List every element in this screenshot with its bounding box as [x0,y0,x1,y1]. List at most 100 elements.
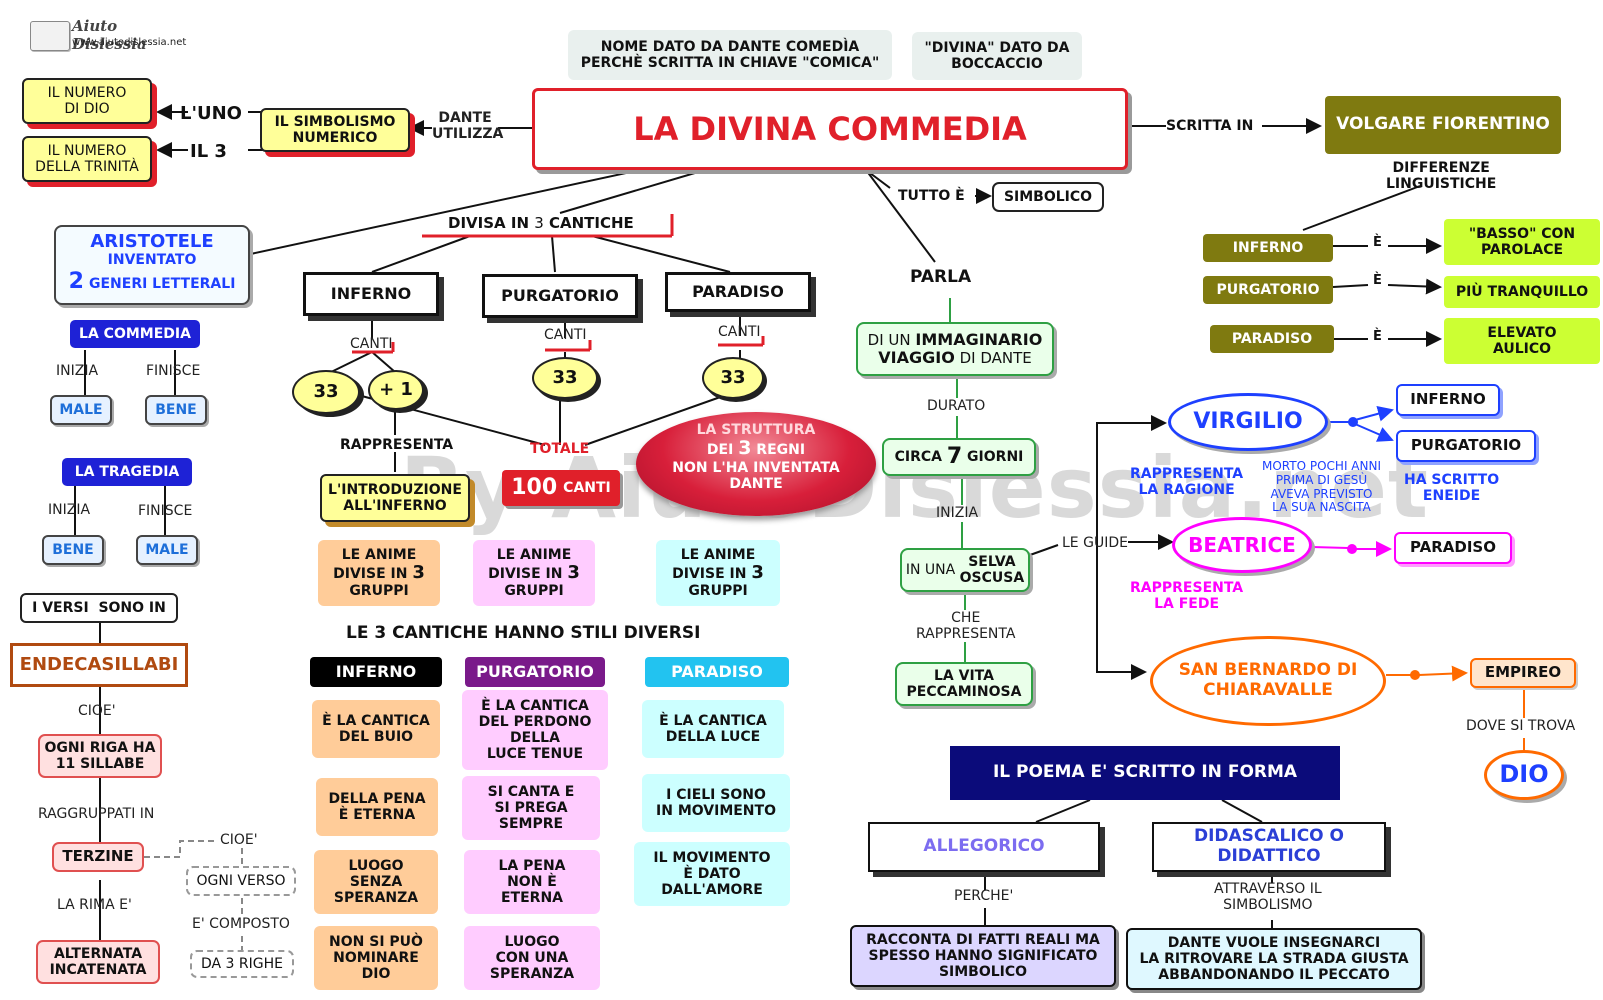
divisa-suffix: CANTICHE [543,214,634,232]
stili-inferno-head: INFERNO [310,657,442,687]
tragedia-start: BENE [42,535,104,565]
cento-unit: CANTI [563,479,611,496]
tragedia-end: MALE [136,535,198,565]
allegorico-node: ALLEGORICO [868,822,1100,872]
stili-title: LE 3 CANTICHE HANNO STILI DIVERSI [346,623,701,643]
stili-purgatorio-2: SI CANTA E SI PREGA SEMPRE [462,776,600,840]
simbolico-node: SIMBOLICO [992,182,1104,212]
canti-label-2: CANTI [544,327,587,343]
attraverso-label: ATTRAVERSO IL SIMBOLISMO [1214,881,1322,914]
rima-label: LA RIMA E' [57,897,132,913]
viaggio-pre: DI UN [867,330,916,349]
anime-n: 3 [751,561,764,583]
perche-label: PERCHE' [954,888,1014,904]
note-divina: "DIVINA" DATO DA BOCCACCIO [912,32,1082,80]
cantica-inferno: INFERNO [303,272,439,316]
volgare-basso: "BASSO" CON PAROLACE [1444,219,1600,265]
viaggio-b2: VIAGGIO [878,348,955,367]
canti-label-1: CANTI [350,336,393,352]
cento-num: 100 [511,475,558,501]
selva-b: SELVA OSCUSA [959,553,1025,586]
composto-label: E' COMPOSTO [192,916,290,932]
racconta-node: RACCONTA DI FATTI REALI MA SPESSO HANNO … [850,925,1116,987]
divisa-num: 3 [534,214,544,232]
che-rappresenta-label: CHE RAPPRESENTA [916,610,1016,643]
raggruppati-label: RAGGRUPPATI IN [38,806,155,822]
versi-title: I VERSI SONO IN [20,593,178,623]
site-logo[interactable]: Aiuto Dislessia www.aiutodislessia.net [28,17,188,53]
didascalico-node: DIDASCALICO O DIDATTICO [1152,822,1386,872]
anime-l2: DIVISE IN [672,565,752,582]
riga-node: OGNI RIGA HA 11 SILLABE [38,734,162,778]
struttura-l4: DANTE [729,476,783,493]
dante-utilizza-label: DANTE UTILIZZA [432,110,504,143]
anime-l1: LE ANIME [496,546,572,563]
dove-label: DOVE SI TROVA [1466,718,1576,734]
stili-paradiso-3: IL MOVIMENTO È DATO DALL'AMORE [634,842,790,906]
luno-label: L'UNO [180,103,242,124]
divisa-prefix: DIVISA IN [448,214,535,232]
numero-dio-node: IL NUMERO DI DIO [22,78,152,124]
tragedia-title: LA TRAGEDIA [62,458,192,486]
commedia-title: LA COMMEDIA [70,320,200,348]
inferno-33: 33 [292,370,360,414]
struttura-node: LA STRUTTURA DEI 3 REGNI NON L'HA INVENT… [636,412,876,516]
poema-title: IL POEMA E' SCRITTO IN FORMA [950,746,1340,800]
tragedia-inizia: INIZIA [48,502,91,518]
differenze-label: DIFFERENZE LINGUISTICHE [1386,160,1497,193]
dio-node: DIO [1484,750,1564,800]
viaggio-b1: IMMAGINARIO [915,329,1043,349]
commedia-inizia: INIZIA [56,363,99,379]
stili-purgatorio-4: LUOGO CON UNA SPERANZA [464,926,600,990]
page-title: LA DIVINA COMMEDIA [532,88,1128,170]
virgilio-purgatorio: PURGATORIO [1396,430,1536,462]
tre-righe-node: DA 3 RIGHE [190,950,294,978]
virgilio-morto: MORTO POCHI ANNI PRIMA DI GESÙ AVEVA PRE… [1262,459,1381,515]
giorni-label: GIORNI [962,448,1024,465]
anime-purgatorio: LE ANIME DIVISE IN 3 GRUPPI [473,540,595,606]
commedia-finisce: FINISCE [146,363,201,379]
viaggio-inizia: INIZIA [936,505,979,521]
stili-purgatorio-3: LA PENA NON È ETERNA [464,850,600,914]
durato-label: DURATO [927,398,986,414]
giorni-circa: CIRCA [894,448,947,465]
stili-inferno-2: DELLA PENA È ETERNA [316,778,438,836]
struttura-l2b: REGNI [751,442,806,459]
cento-canti-node: 100 CANTI [502,470,620,506]
tutto-label: TUTTO È [898,188,965,204]
selva-node: IN UNA SELVA OSCUSA [900,548,1030,592]
book-icon [30,21,70,51]
stili-inferno-1: È LA CANTICA DEL BUIO [312,700,440,758]
anime-l2: DIVISE IN [488,565,568,582]
vita-node: LA VITA PECCAMINOSA [895,662,1033,706]
numero-trinita-node: IL NUMERO DELLA TRINITÀ [22,136,152,182]
volgare-elevato: ELEVATO AULICO [1444,318,1600,364]
alternata-node: ALTERNATA INCATENATA [36,940,160,984]
rappresenta-label: RAPPRESENTA [340,437,454,453]
logo-name: Aiuto Dislessia [72,17,147,53]
note-comedia: NOME DATO DA DANTE COMEDÌA PERCHÈ SCRITT… [568,30,892,80]
anime-inferno: LE ANIME DIVISE IN 3 GRUPPI [318,540,440,606]
volgare-paradiso: PARADISO [1210,325,1334,353]
rappresenta-ragione: RAPPRESENTA LA RAGIONE [1130,466,1244,499]
aristotele-generi: GENERI LETTERALI [88,276,236,292]
aristotele-num: 2 [68,269,84,294]
struttura-l3: NON L'HA INVENTATA [672,459,840,476]
endecasillabi-node: ENDECASILLABI [10,643,188,687]
beatrice-node: BEATRICE [1172,517,1312,573]
anime-n: 3 [567,561,580,583]
divisa-label: DIVISA IN 3 CANTICHE [448,214,634,232]
viaggio-node: DI UN IMMAGINARIO VIAGGIO DI DANTE [856,322,1054,376]
virgilio-eneide: HA SCRITTO ENEIDE [1404,472,1500,505]
anime-l3: GRUPPI [349,583,409,600]
simbolismo-numerico-node: IL SIMBOLISMO NUMERICO [260,108,410,152]
anime-l1: LE ANIME [680,546,756,563]
aristotele-title: ARISTOTELE [90,231,214,252]
giorni-num: 7 [946,444,963,470]
stili-inferno-3: LUOGO SENZA SPERANZA [314,850,438,914]
ogni-verso-node: OGNI VERSO [186,866,296,896]
struttura-l1: LA STRUTTURA [696,422,816,438]
versi-cioe: CIOE' [78,703,116,719]
introduzione-node: L'INTRODUZIONE ALL'INFERNO [320,474,470,522]
volgare-node: VOLGARE FIORENTINO [1325,96,1561,154]
